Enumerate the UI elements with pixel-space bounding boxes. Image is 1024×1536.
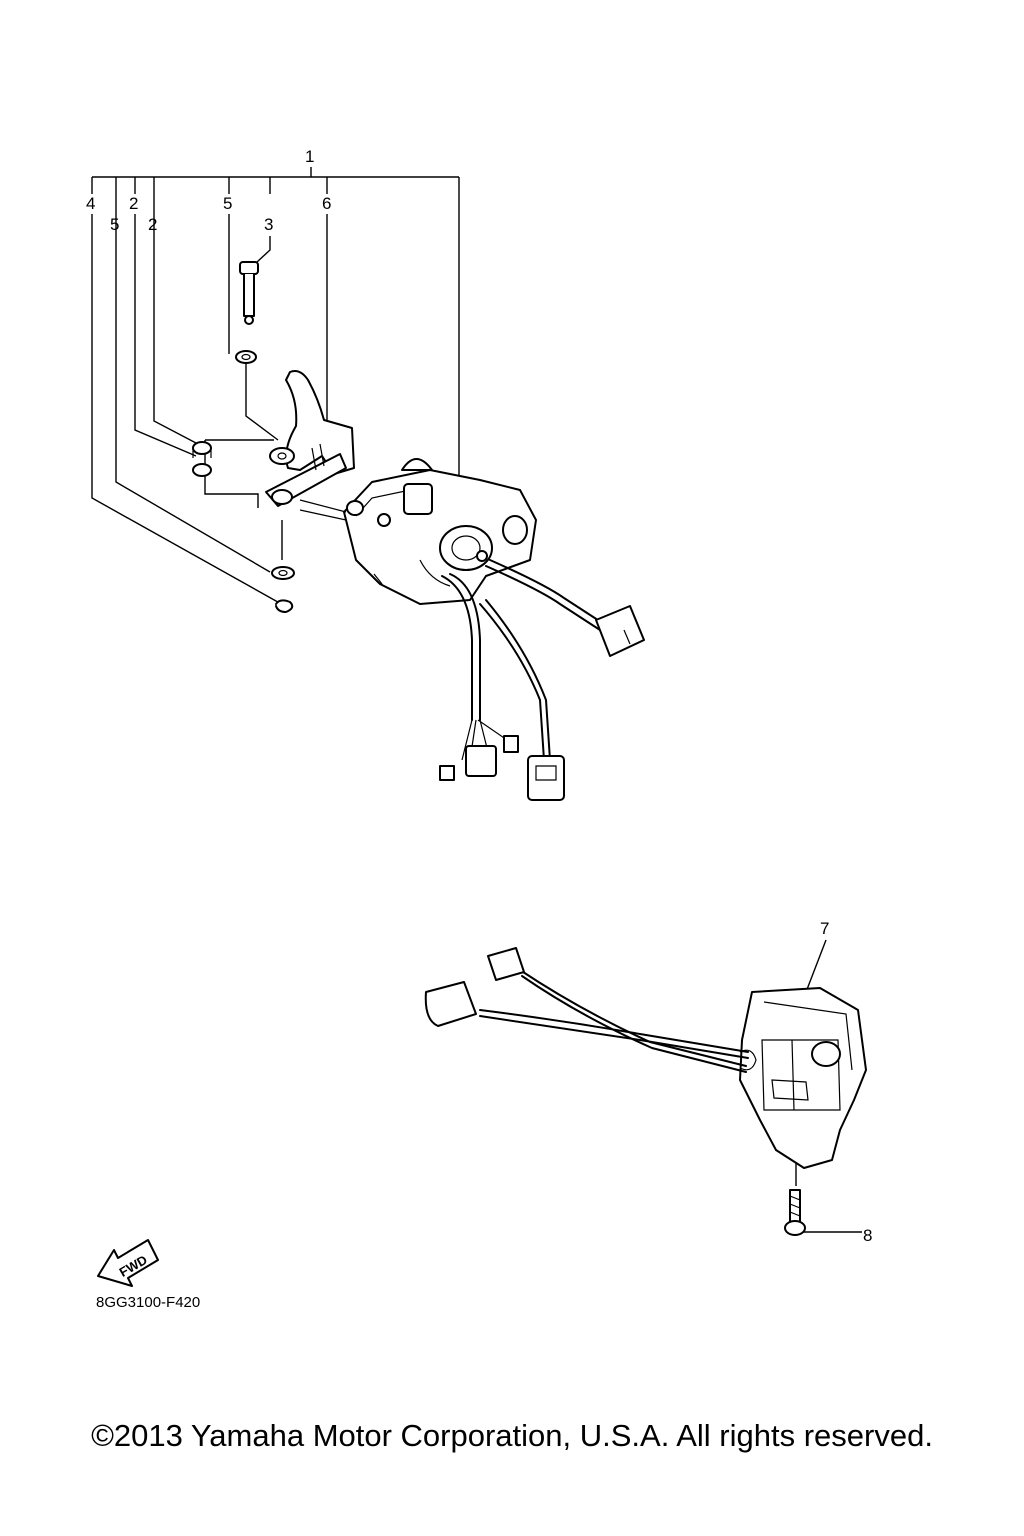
callout-4: 4 xyxy=(86,194,95,213)
throttle-housing-part-1 xyxy=(299,458,537,605)
callout-8: 8 xyxy=(863,1226,872,1245)
callout-2-lower-left: 2 xyxy=(148,215,157,234)
fwd-arrow-icon: FWD xyxy=(97,1239,159,1287)
collar-part-2 xyxy=(192,441,212,477)
callout-5-left: 5 xyxy=(110,215,119,234)
connector-upper-harness xyxy=(487,947,525,981)
leader-lines-group-1 xyxy=(91,167,460,607)
callout-6: 6 xyxy=(322,194,331,213)
copyright-notice: ©2013 Yamaha Motor Corporation, U.S.A. A… xyxy=(91,1418,933,1453)
connector-small-left xyxy=(439,735,519,781)
switch-wiring-harness xyxy=(479,969,757,1073)
screw-part-8 xyxy=(784,1189,806,1236)
circlip-part-4 xyxy=(275,599,294,613)
throttle-lever-part-6 xyxy=(265,370,355,507)
connector-large-bottom xyxy=(527,755,565,801)
connector-lower-harness xyxy=(424,981,477,1027)
connector-2pin-right xyxy=(595,605,645,657)
washer-part-5-upper xyxy=(235,350,257,364)
callout-5-upper: 5 xyxy=(223,194,232,213)
callout-7: 7 xyxy=(820,919,829,938)
callout-2-upper-left: 2 xyxy=(129,194,138,213)
housing-wiring-harness xyxy=(441,559,605,761)
callout-3: 3 xyxy=(264,215,273,234)
callout-1: 1 xyxy=(305,147,314,166)
diagram-code: 8GG3100-F420 xyxy=(96,1294,201,1311)
switch-housing-part-7 xyxy=(739,987,867,1169)
washer-part-5-lower xyxy=(271,566,295,580)
bolt-part-3 xyxy=(239,261,259,325)
